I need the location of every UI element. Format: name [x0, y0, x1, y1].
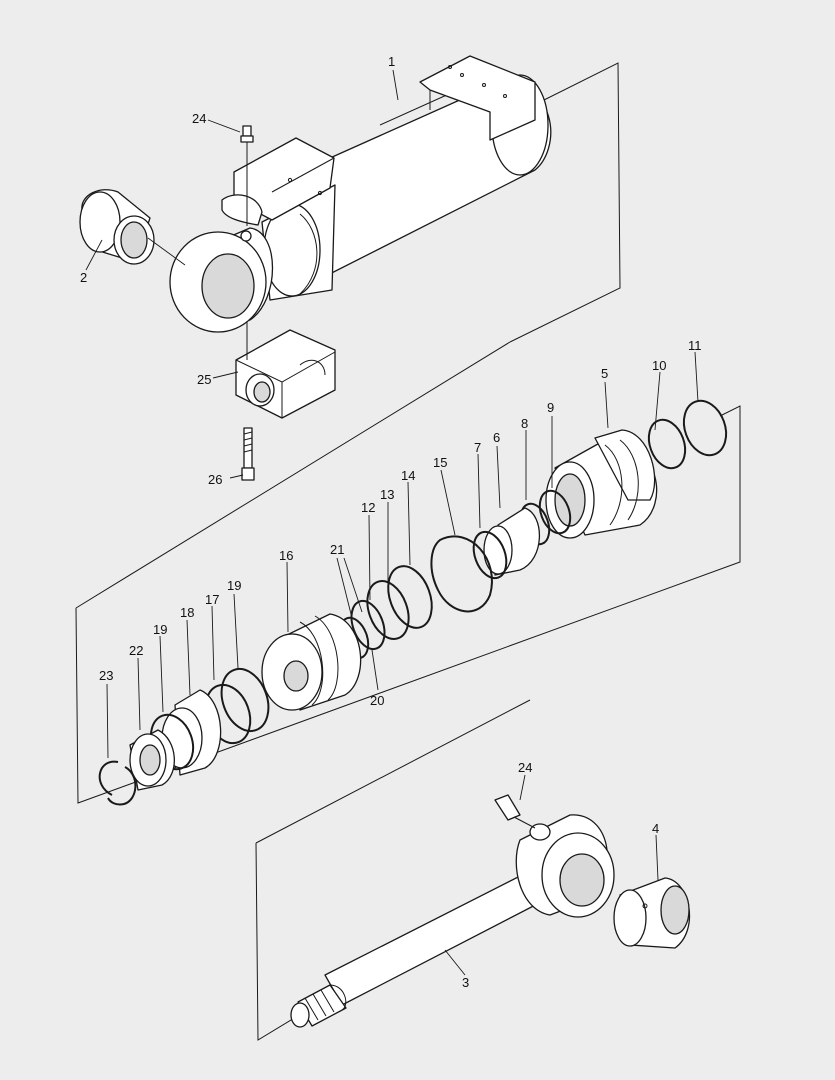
- ring-10: [647, 418, 687, 470]
- piston-rod: [290, 871, 546, 1028]
- label-12: 12: [361, 500, 375, 515]
- label-15: 15: [433, 455, 447, 470]
- piston-nut-22: [129, 729, 175, 791]
- label-2: 2: [80, 270, 87, 285]
- cylinder-head: [545, 429, 658, 539]
- label-20: 20: [370, 693, 384, 708]
- ring-13: [366, 580, 410, 640]
- label-8: 8: [521, 416, 528, 431]
- bushing-lower: [613, 877, 691, 949]
- upper-panel-outline: [509, 62, 621, 343]
- bushing-upper: [79, 189, 155, 265]
- clamp-block: [235, 322, 336, 419]
- label-17: 17: [205, 592, 219, 607]
- label-22: 22: [129, 643, 143, 658]
- label-21: 21: [330, 542, 344, 557]
- seal-9: [538, 489, 572, 535]
- rod-eye: [515, 814, 615, 918]
- label-7: 7: [474, 440, 481, 455]
- label-25: 25: [197, 372, 211, 387]
- label-13: 13: [380, 487, 394, 502]
- piston: [261, 613, 362, 711]
- label-16: 16: [279, 548, 293, 563]
- ring-14: [387, 565, 433, 629]
- label-4: 4: [652, 821, 659, 836]
- label-9: 9: [547, 400, 554, 415]
- seal-7: [472, 530, 508, 580]
- label-14: 14: [401, 468, 415, 483]
- wear-ring-6: [483, 507, 541, 576]
- label-19-right: 19: [227, 578, 241, 593]
- grease-fitting-upper: [240, 125, 254, 226]
- label-24-upper: 24: [192, 111, 206, 126]
- retainer-15: [430, 535, 493, 613]
- middle-panel-outline: [75, 341, 741, 804]
- leader-lines: [85, 69, 699, 976]
- label-26: 26: [208, 472, 222, 487]
- grease-fitting-lower: [494, 794, 536, 829]
- label-6: 6: [493, 430, 500, 445]
- label-1: 1: [388, 54, 395, 69]
- label-18: 18: [180, 605, 194, 620]
- ring-12: [350, 599, 386, 651]
- snap-ring-23: [98, 760, 137, 806]
- label-11: 11: [688, 338, 702, 353]
- label-3: 3: [462, 975, 469, 990]
- label-19-left: 19: [153, 622, 167, 637]
- label-10: 10: [652, 358, 666, 373]
- ring-11: [682, 399, 728, 457]
- ring-19-right: [220, 668, 270, 732]
- label-24-lower: 24: [518, 760, 532, 775]
- label-5: 5: [601, 366, 608, 381]
- part-labels: 1 2 3 4 5 6 7 8 9 10 11 12 13 14 15 16 1…: [80, 54, 702, 990]
- label-23: 23: [99, 668, 113, 683]
- bolt: [241, 427, 255, 481]
- cylinder-barrel: [169, 55, 552, 333]
